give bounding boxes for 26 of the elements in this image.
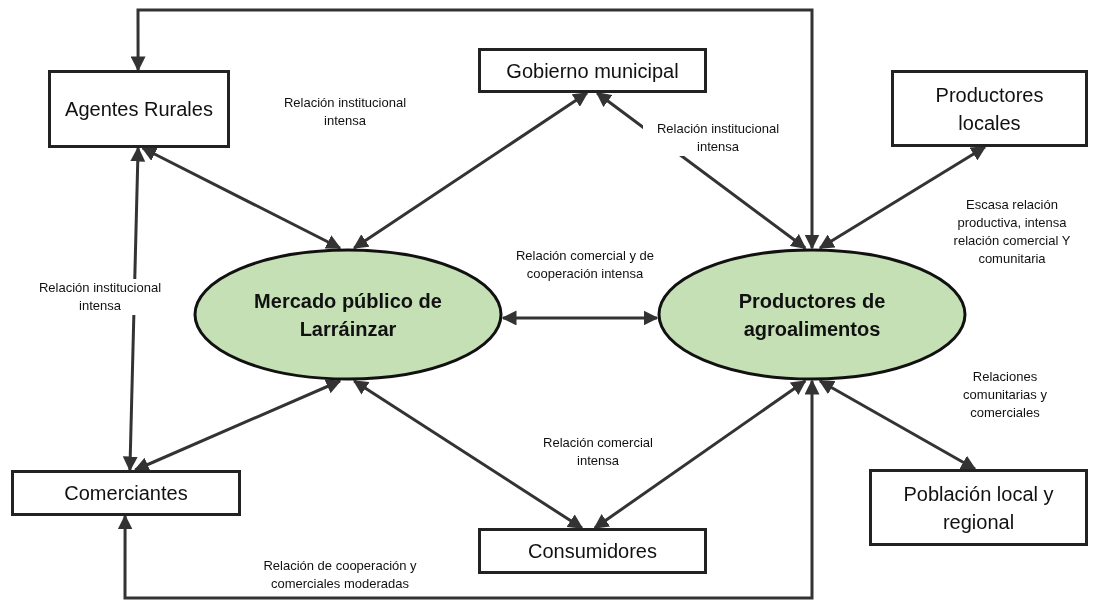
node-label: Gobierno municipal bbox=[506, 58, 679, 84]
arrow bbox=[122, 146, 146, 472]
annotation-text: Relación institucional intensa bbox=[282, 94, 408, 130]
entity-box bbox=[891, 70, 1088, 147]
node-label: Agentes Rurales bbox=[65, 97, 213, 122]
node-label: Productores locales bbox=[934, 82, 1045, 136]
entity-box bbox=[478, 48, 707, 93]
node-label: Consumidores bbox=[528, 539, 657, 564]
arrow bbox=[501, 310, 659, 326]
arrow bbox=[818, 379, 977, 471]
node-label: Comerciantes bbox=[64, 481, 188, 506]
arrow bbox=[818, 145, 987, 250]
entity-box bbox=[11, 470, 241, 516]
arrow bbox=[133, 379, 342, 472]
arrow bbox=[130, 8, 820, 250]
arrow bbox=[352, 379, 584, 530]
arrow bbox=[117, 379, 820, 600]
arrow bbox=[141, 146, 342, 250]
node-label: Población local y regional bbox=[902, 481, 1055, 535]
entity-box bbox=[869, 469, 1088, 546]
arrow bbox=[593, 379, 807, 530]
entity-box bbox=[478, 528, 707, 574]
entity-box bbox=[48, 70, 230, 148]
node-title: Mercado público de Larráinzar bbox=[253, 288, 443, 342]
node-title: Productores de agroalimentos bbox=[737, 288, 887, 342]
arrow bbox=[352, 91, 589, 250]
